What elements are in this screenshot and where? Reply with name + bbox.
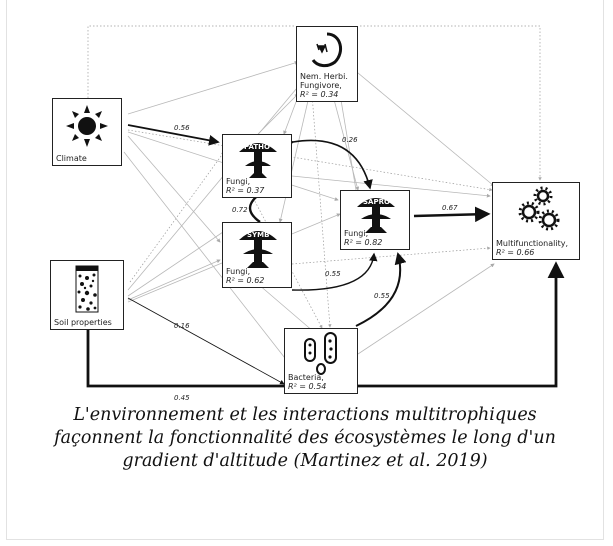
- sapro-label: Fungi, R² = 0.82: [344, 229, 383, 247]
- strong-path-sapro-multi: [413, 206, 491, 223]
- strong-path-bacteria-sapro: [355, 252, 407, 327]
- strong-path-symb-sapro: [291, 252, 378, 291]
- node-nematodes: Nem. Herbi. Fungivore, R² = 0.34: [296, 26, 358, 102]
- coef-sapro-multi: 0.67: [442, 204, 458, 212]
- soil-icon: [75, 265, 99, 313]
- nematode-icon: [311, 32, 343, 68]
- symb-badge: SYMB: [247, 231, 270, 239]
- weak-path-soil-sym2: [127, 229, 227, 297]
- mushroom-icon: [239, 143, 277, 178]
- weak-path-soil-symb: [127, 259, 221, 301]
- climate-label: Climate: [56, 154, 87, 163]
- gears-icon: [518, 186, 560, 231]
- weak-path-soil-nem: [127, 81, 303, 291]
- coef-soil-bacteria: 0.16: [174, 322, 190, 330]
- dotted-path-top-multi: [360, 25, 542, 181]
- symb-label: Fungi, R² = 0.62: [226, 267, 265, 285]
- nematodes-label: Nem. Herbi. Fungivore, R² = 0.34: [300, 72, 348, 99]
- figure-caption: L'environnement et les interactions mult…: [20, 404, 590, 473]
- node-sapro-fungi: SAPRO Fungi, R² = 0.82: [340, 190, 410, 250]
- dotted-path-nem-bacteria: [311, 93, 332, 328]
- sapro-badge: SAPRO: [363, 198, 390, 206]
- node-multifunctionality: Multifunctionality, R² = 0.66: [492, 182, 580, 260]
- dotted-path-patho-bacteria: [249, 191, 323, 329]
- weak-path-climate-nem: [127, 61, 299, 115]
- strong-path-soil-bacteria: [127, 297, 285, 385]
- strong-path-patho-sapro: [284, 138, 373, 190]
- coef-patho-sapro: 0.26: [342, 136, 358, 144]
- weak-paths: [123, 61, 495, 363]
- soil-properties-label: Soil properties: [54, 318, 112, 327]
- multifunctionality-label: Multifunctionality, R² = 0.66: [496, 239, 568, 257]
- mushroom-icon: [239, 231, 277, 268]
- coef-symb-sapro: 0.55: [325, 270, 341, 278]
- weak-path-patho-nem: [257, 93, 299, 135]
- strong-path-climate-patho: [127, 124, 220, 146]
- dotted-paths: [87, 25, 542, 329]
- coef-climate-patho: 0.56: [174, 124, 190, 132]
- coef-bacteria-sapro: 0.55: [374, 292, 390, 300]
- node-patho-fungi: PATHO Fungi, R² = 0.37: [222, 134, 292, 198]
- sem-diagram: 0.56 0.26 0.72 0.67 0.55 0.55 0.16 0.45 …: [40, 2, 580, 402]
- node-symb-fungi: SYMB Fungi, R² = 0.62: [222, 222, 292, 288]
- bacteria-label: Bacteria, R² = 0.54: [288, 373, 327, 391]
- sun-icon: [66, 105, 108, 147]
- caption-line-1: L'environnement et les interactions mult…: [73, 405, 537, 425]
- weak-path-climate-symb: [127, 135, 221, 243]
- patho-label: Fungi, R² = 0.37: [226, 177, 265, 195]
- caption-line-2: façonnent la fonctionnalité des écosystè…: [54, 428, 556, 448]
- node-soil-properties: Soil properties: [50, 260, 124, 330]
- path-arrows: [86, 25, 565, 388]
- node-climate: Climate: [52, 98, 122, 166]
- dotted-path-symb-multi: [291, 246, 491, 265]
- bacteria-icon: [304, 332, 337, 375]
- mushroom-icon: [357, 198, 395, 233]
- caption-line-3: gradient d'altitude (Martinez et al. 201…: [122, 451, 488, 471]
- weak-path-symb-bacteria: [257, 283, 315, 333]
- weak-path-bacteria-multi: [357, 263, 495, 355]
- weak-path-nem-multi: [351, 67, 495, 187]
- coef-soil-multi: 0.45: [174, 394, 190, 402]
- figure-frame: [6, 0, 604, 540]
- weak-path-climate-bacteria: [123, 151, 289, 363]
- dotted-path-climate-top: [87, 25, 296, 98]
- patho-badge: PATHO: [244, 143, 270, 151]
- node-bacteria: Bacteria, R² = 0.54: [284, 328, 358, 394]
- coef-patho-symb: 0.72: [232, 206, 248, 214]
- dotted-path-soil-patho: [129, 151, 225, 283]
